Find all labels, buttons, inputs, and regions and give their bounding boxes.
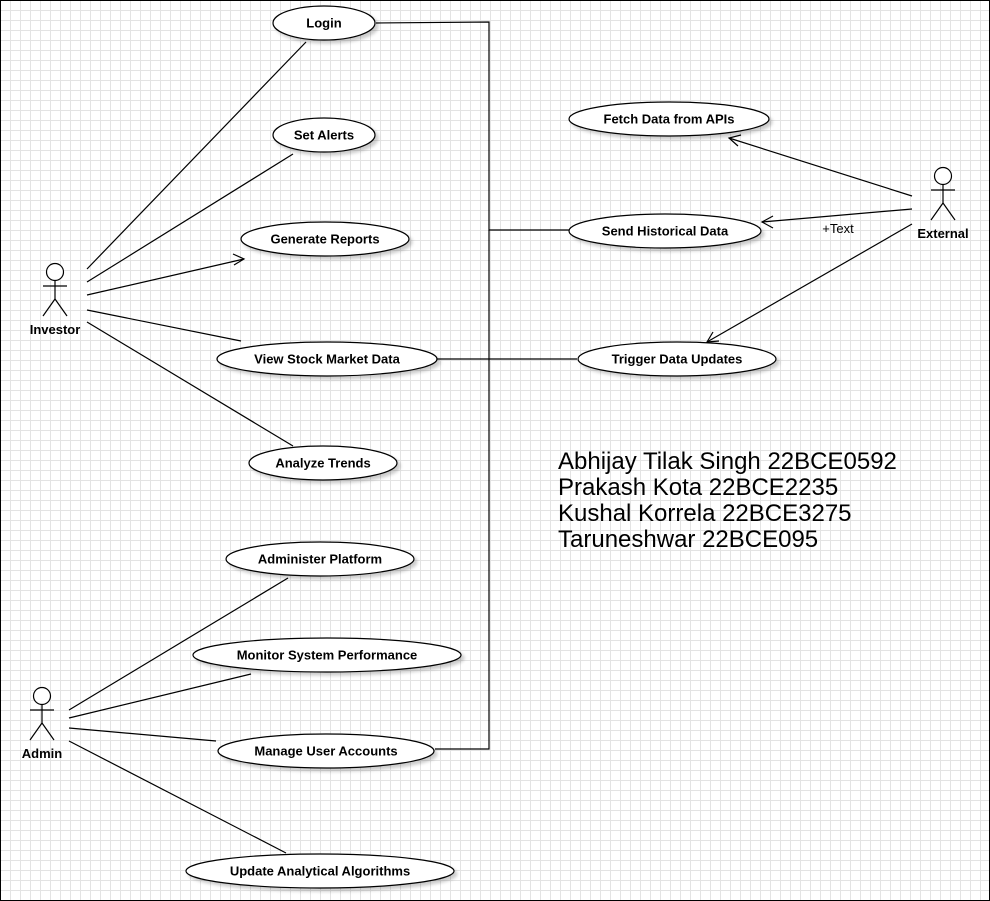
use-case-fetch-data-shape[interactable] [568,101,770,137]
assoc-admin-update-algorithms [68,740,287,854]
arrowhead-trigger-updates [705,331,720,343]
actor-external-icon[interactable] [930,166,956,221]
assoc-investor-generate-reports [86,258,245,296]
assoc-external-send-historical [761,208,913,223]
arrowhead-generate-reports [232,253,246,266]
assoc-investor-view-stock [86,309,242,342]
assoc-admin-monitor [68,673,252,719]
actor-admin-icon[interactable] [29,686,55,741]
actor-investor-icon[interactable] [42,262,68,317]
use-case-trigger-data-updates: Trigger Data Updates [612,351,743,366]
use-case-view-stock-market-data: View Stock Market Data [254,351,400,366]
author-list: Abhijay Tilak Singh 22BCE0592 Prakash Ko… [558,449,897,553]
login-to-send-historical-connector [375,21,569,231]
assoc-investor-login [86,41,307,270]
author-line: Taruneshwar 22BCE095 [558,526,819,553]
arrowhead-send-historical [760,215,774,229]
use-case-manage-user-accounts: Manage User Accounts [254,743,397,758]
use-case-set-alerts: Set Alerts [294,127,354,142]
use-case-update-analytical-algorithms: Update Analytical Algorithms [230,863,410,878]
assoc-investor-set-alerts [86,153,294,283]
actor-investor-label: Investor [30,322,81,337]
use-case-update-algorithms-shape[interactable] [185,853,455,889]
use-case-trigger-updates-shape[interactable] [577,341,777,377]
edge-label-text: +Text [822,221,854,236]
assoc-external-fetch-data [728,137,913,197]
actor-external-label: External [917,226,968,241]
use-case-manage-accounts-shape[interactable] [217,733,435,769]
use-case-generate-reports: Generate Reports [270,231,379,246]
use-case-monitor-shape[interactable] [192,637,462,673]
use-case-send-historical-shape[interactable] [568,213,762,249]
author-line: Kushal Korrela 22BCE3275 [558,500,852,527]
use-case-monitor-system-performance: Monitor System Performance [237,647,418,662]
use-case-fetch-data-from-apis: Fetch Data from APIs [604,111,735,126]
author-line: Abhijay Tilak Singh 22BCE0592 [558,448,897,475]
use-case-analyze-trends: Analyze Trends [275,455,370,470]
assoc-external-trigger-updates [706,223,913,343]
use-case-administer-shape[interactable] [225,541,415,577]
assoc-admin-manage-accounts [68,727,217,742]
manage-accounts-bus-connector [435,230,490,750]
assoc-investor-analyze-trends [86,321,294,447]
actor-admin-label: Admin [22,746,63,761]
arrowhead-fetch-data [727,134,742,147]
author-line: Prakash Kota 22BCE2235 [558,474,839,501]
use-case-login-shape[interactable] [272,5,376,41]
use-case-login: Login [306,15,341,30]
use-case-view-stock-shape[interactable] [216,341,438,377]
use-case-send-historical-data: Send Historical Data [602,223,729,238]
use-case-generate-reports-shape[interactable] [240,221,410,257]
assoc-admin-administer [68,577,289,711]
use-case-set-alerts-shape[interactable] [272,117,376,153]
use-case-administer-platform: Administer Platform [258,551,382,566]
use-case-analyze-trends-shape[interactable] [248,445,398,481]
